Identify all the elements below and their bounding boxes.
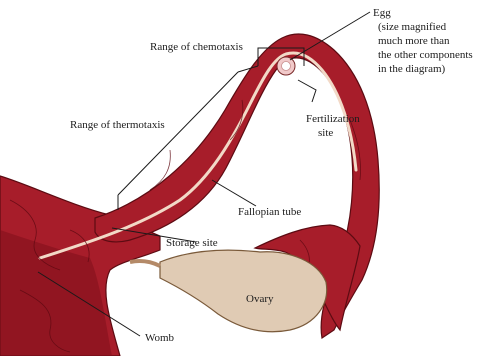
egg-inner <box>282 62 291 71</box>
label-storage-site: Storage site <box>166 237 218 249</box>
label-fallopian-tube: Fallopian tube <box>238 206 301 218</box>
label-egg-note-1: (size magnified <box>378 21 447 33</box>
label-egg-note-2: much more than <box>378 35 450 47</box>
fallopian-tube-leader <box>212 180 256 206</box>
ovarian-ligament <box>130 261 160 266</box>
label-egg: Egg <box>373 7 391 19</box>
label-fertilization-2: site <box>318 127 333 139</box>
label-thermotaxis: Range of thermotaxis <box>70 119 165 131</box>
label-fertilization-1: Fertilization <box>306 113 360 125</box>
fertilization-bracket <box>298 80 316 102</box>
label-womb: Womb <box>145 332 175 344</box>
label-egg-note-3: the other components <box>378 49 473 61</box>
ovary-shape <box>160 250 327 332</box>
label-chemotaxis: Range of chemotaxis <box>150 41 243 53</box>
label-egg-note-4: in the diagram) <box>378 63 446 75</box>
label-ovary: Ovary <box>246 293 274 305</box>
